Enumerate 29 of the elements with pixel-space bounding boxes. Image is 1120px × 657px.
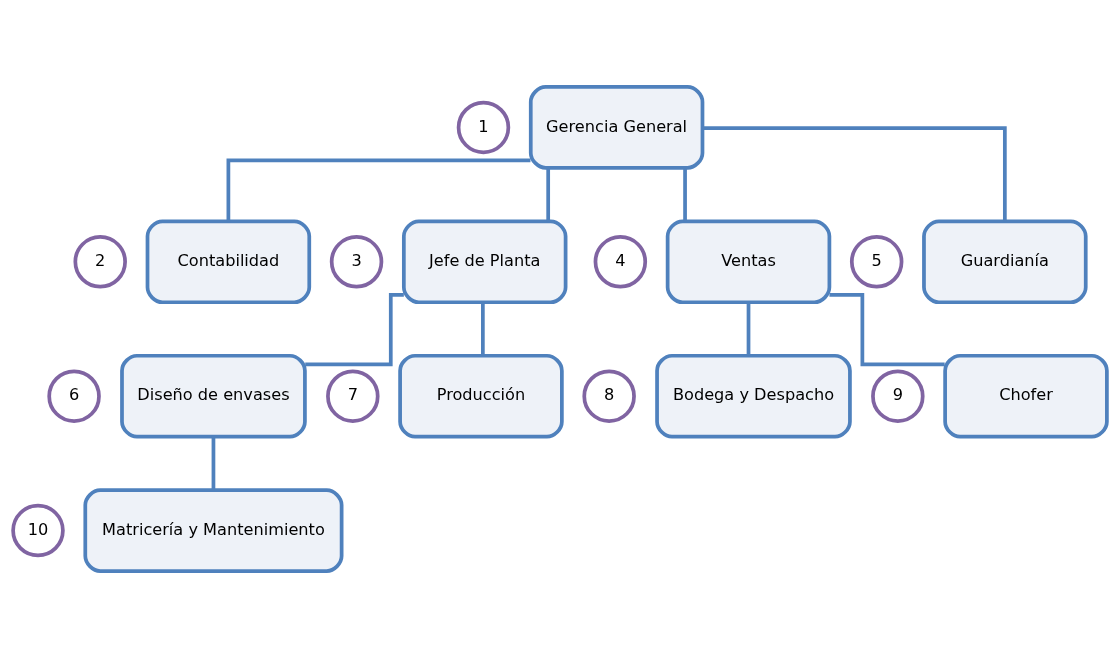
node-circle: 4: [593, 234, 648, 289]
connector: [226, 158, 531, 221]
node-box: Gerencia General: [528, 84, 705, 170]
node-circle: 6: [47, 368, 101, 423]
node-box: Producción: [398, 353, 564, 438]
node-box: Bodega y Despacho: [655, 353, 852, 438]
node-box: Jefe de Planta: [401, 219, 568, 304]
connector: [211, 436, 216, 490]
node-box: Matricería y Mantenimiento: [83, 487, 344, 573]
connector: [746, 302, 751, 356]
node-circle: 1: [456, 100, 511, 154]
node-circle: 3: [329, 234, 384, 289]
node-circle: 9: [871, 368, 925, 423]
connector: [702, 125, 1007, 221]
node-box: Guardianía: [922, 219, 1088, 304]
node-circle: 2: [73, 234, 127, 289]
node-box: Chofer: [943, 353, 1109, 438]
connector: [546, 167, 551, 221]
connector: [683, 167, 687, 221]
node-circle: 10: [11, 503, 65, 557]
node-box: Contabilidad: [145, 219, 312, 304]
node-circle: 5: [849, 234, 904, 289]
node-circle: 7: [326, 368, 380, 423]
node-box: Diseño de envases: [120, 353, 307, 438]
connector: [829, 292, 945, 366]
connector: [481, 302, 485, 356]
node-box: Ventas: [665, 219, 832, 304]
connector: [305, 292, 404, 366]
node-circle: 8: [582, 368, 636, 423]
